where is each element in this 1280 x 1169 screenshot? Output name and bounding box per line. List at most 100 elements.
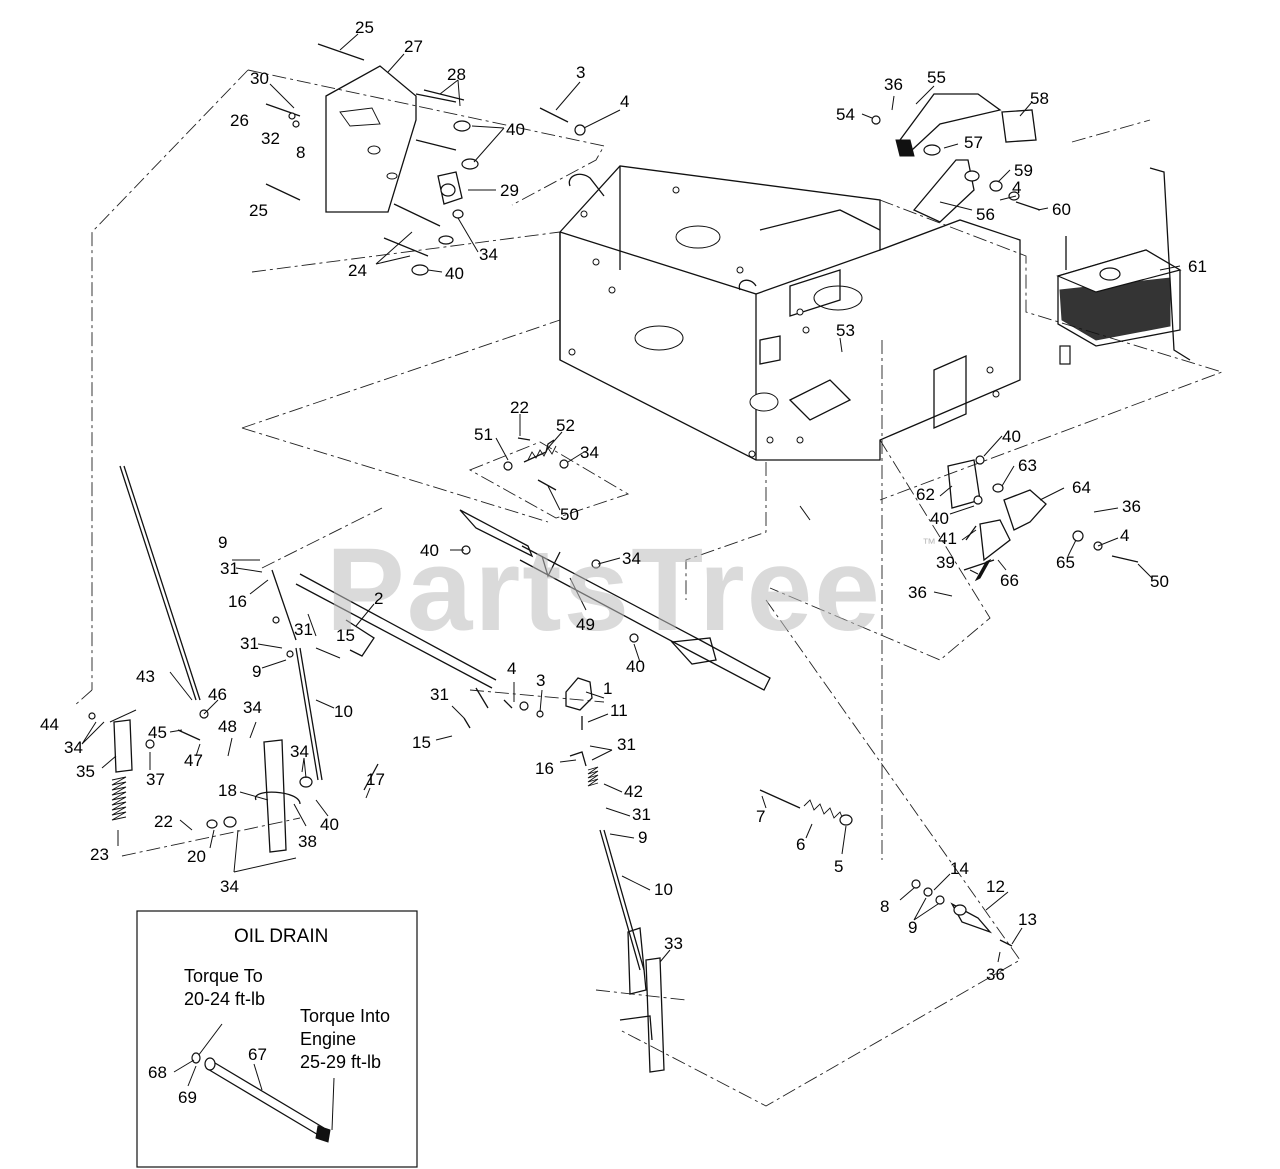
callout-label: 2	[374, 589, 383, 608]
callout-label: 22	[154, 812, 173, 831]
callout-label: 36	[1122, 497, 1141, 516]
callout-label: 38	[298, 832, 317, 851]
callout-label: 8	[296, 143, 305, 162]
callout-label: 11	[610, 701, 628, 720]
callout-label: 34	[622, 549, 641, 568]
callout-label: 31	[632, 805, 651, 824]
callout-label: 36	[884, 75, 903, 94]
callout-label: 56	[976, 205, 995, 224]
callout-label: 16	[228, 592, 247, 611]
callout-label: 24	[348, 261, 367, 280]
callout-label: 69	[178, 1088, 197, 1107]
callout-label: 41	[938, 529, 957, 548]
callout-label: 12	[986, 877, 1005, 896]
callout-label: 17	[366, 770, 385, 789]
callout-label: 51	[474, 425, 493, 444]
callout-label: 1	[603, 679, 612, 698]
callout-label: 57	[964, 133, 983, 152]
callout-label: 7	[756, 807, 765, 826]
control-shaft-assembly	[295, 509, 771, 709]
right-linkage-assembly	[947, 455, 1139, 582]
callout-label: 31	[294, 620, 313, 639]
callout-label: 52	[556, 416, 575, 435]
callout-label: 40	[930, 509, 949, 528]
left-linkage-assembly	[88, 465, 379, 853]
callout-label: 31	[617, 735, 636, 754]
center-linkage-assembly	[463, 677, 665, 1073]
callout-label: 36	[986, 965, 1005, 984]
inset-torque-into-line3: 25-29 ft-lb	[300, 1052, 381, 1072]
callout-label: 49	[576, 615, 595, 634]
watermark: PartsTree ™	[326, 524, 936, 656]
callout-label: 34	[479, 245, 498, 264]
bolt-washer-top	[539, 107, 586, 136]
callout-label: 27	[404, 37, 423, 56]
callout-label: 40	[445, 264, 464, 283]
callout-label: 3	[576, 63, 585, 82]
inset-title: OIL DRAIN	[234, 926, 328, 947]
callout-label: 4	[507, 659, 516, 678]
callout-label: 54	[836, 105, 855, 124]
callout-label: 4	[1120, 526, 1129, 545]
inset-torque-into-line1: Torque Into	[300, 1006, 390, 1026]
callout-label: 55	[927, 68, 946, 87]
callout-label: 9	[218, 533, 227, 552]
callout-label: 8	[880, 897, 889, 916]
watermark-text: PartsTree	[326, 524, 882, 656]
callout-label: 16	[535, 759, 554, 778]
callout-label: 28	[447, 65, 466, 84]
lever-bracket-assembly	[871, 93, 1041, 223]
callout-label: 43	[136, 667, 155, 686]
callout-label: 5	[834, 857, 843, 876]
callout-label: 23	[90, 845, 109, 864]
callout-label: 50	[560, 505, 579, 524]
oil-drain-inset: OIL DRAIN Torque To 20-24 ft-lb Torque I…	[136, 910, 418, 1168]
callout-label: 9	[638, 828, 647, 847]
callout-label: 68	[148, 1063, 167, 1082]
callout-label: 34	[290, 742, 309, 761]
callout-label: 15	[336, 626, 355, 645]
callout-label: 9	[908, 918, 917, 937]
callout-label: 58	[1030, 89, 1049, 108]
watermark-trademark: ™	[922, 535, 936, 551]
callout-label: 25	[355, 18, 374, 37]
lower-right-spring-assembly	[759, 789, 1013, 947]
callout-label: 64	[1072, 478, 1091, 497]
callout-label: 34	[220, 877, 239, 896]
callout-label: 30	[250, 69, 269, 88]
callout-label: 9	[252, 662, 261, 681]
callout-label: 14	[950, 859, 969, 878]
callout-label: 10	[654, 880, 673, 899]
inset-torque-to-line2: 20-24 ft-lb	[184, 989, 265, 1009]
callout-label: 47	[184, 751, 203, 770]
callout-label: 40	[420, 541, 439, 560]
callout-label: 15	[412, 733, 431, 752]
callout-label: 61	[1188, 257, 1207, 276]
callout-label: 40	[1002, 427, 1021, 446]
callout-label: 6	[796, 835, 805, 854]
callout-label: 39	[936, 553, 955, 572]
leader-lines	[81, 33, 1181, 963]
callout-label: 31	[430, 685, 449, 704]
callout-label: 40	[320, 815, 339, 834]
callout-label: 40	[626, 657, 645, 676]
callout-label: 4	[620, 92, 629, 111]
callout-label: 36	[908, 583, 927, 602]
callout-label: 10	[334, 702, 353, 721]
callout-label: 40	[506, 120, 525, 139]
tank-assembly	[1056, 167, 1191, 365]
callout-label: 26	[230, 111, 249, 130]
callout-label: 22	[510, 398, 529, 417]
callout-label: 34	[64, 738, 83, 757]
callout-label: 29	[500, 181, 519, 200]
callout-label: 62	[916, 485, 935, 504]
inset-torque-to-line1: Torque To	[184, 966, 263, 986]
callout-label: 65	[1056, 553, 1075, 572]
callout-label: 31	[240, 634, 259, 653]
callout-label: 31	[220, 559, 239, 578]
callout-label: 45	[148, 723, 167, 742]
callout-label: 66	[1000, 571, 1019, 590]
main-frame	[559, 165, 1021, 461]
callout-label: 59	[1014, 161, 1033, 180]
